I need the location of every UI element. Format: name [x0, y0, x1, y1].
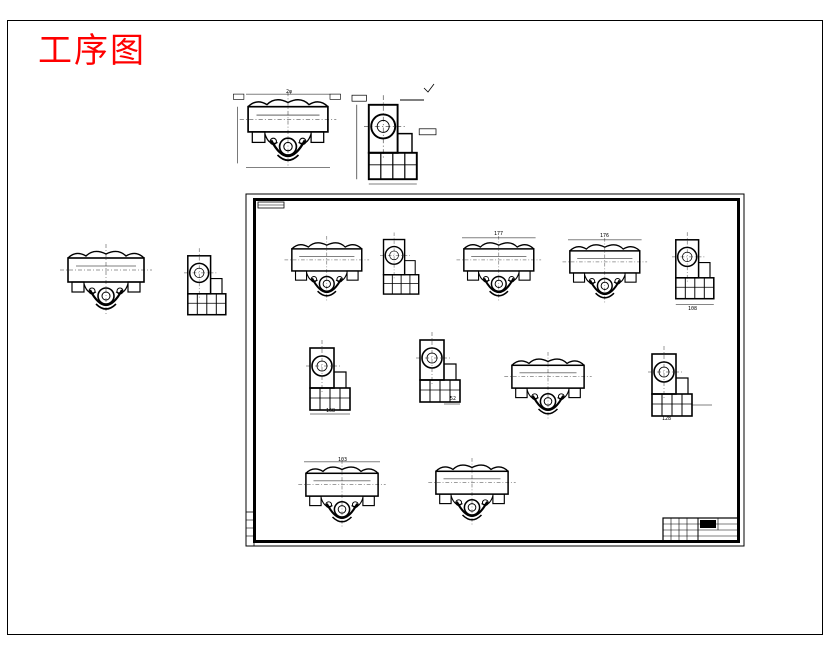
sheet-side-view-3 — [305, 339, 351, 415]
roughness-mark — [423, 83, 435, 93]
sheet-front-view-2 — [455, 234, 543, 304]
title-block — [662, 517, 739, 542]
top-front-view — [233, 90, 341, 169]
sheet-front-view-5 — [297, 458, 387, 530]
dim-sheet-view-b-width: 176 — [600, 233, 609, 239]
sheet-side-view-1 — [379, 231, 420, 295]
sheet-side-view-2 — [671, 231, 715, 305]
left-front-view — [58, 242, 154, 318]
left-side-view — [183, 247, 227, 316]
dim-side-base-4: 52 — [450, 396, 456, 402]
sheet-front-view-3 — [561, 236, 649, 306]
dim-bottom-front-width: 103 — [338, 457, 347, 463]
page-title: 工序图 — [38, 31, 146, 71]
sheet-front-view-4 — [503, 350, 593, 422]
top-side-view — [351, 94, 437, 185]
sheet-side-view-5 — [647, 345, 712, 417]
dim-sheet-view-a-width: 177 — [494, 231, 503, 237]
sheet-front-view-1 — [283, 234, 371, 304]
sheet-side-view-4 — [415, 331, 461, 405]
drawing-sheet — [245, 193, 745, 547]
outer-frame — [7, 20, 823, 635]
sheet-front-view-6 — [427, 456, 517, 528]
dim-top-front-width: 2φ — [286, 89, 292, 95]
dim-side-base-2: 128 — [662, 416, 671, 422]
dim-side-base-3: 108 — [688, 306, 697, 312]
dim-side-base-1: 168 — [326, 408, 335, 414]
